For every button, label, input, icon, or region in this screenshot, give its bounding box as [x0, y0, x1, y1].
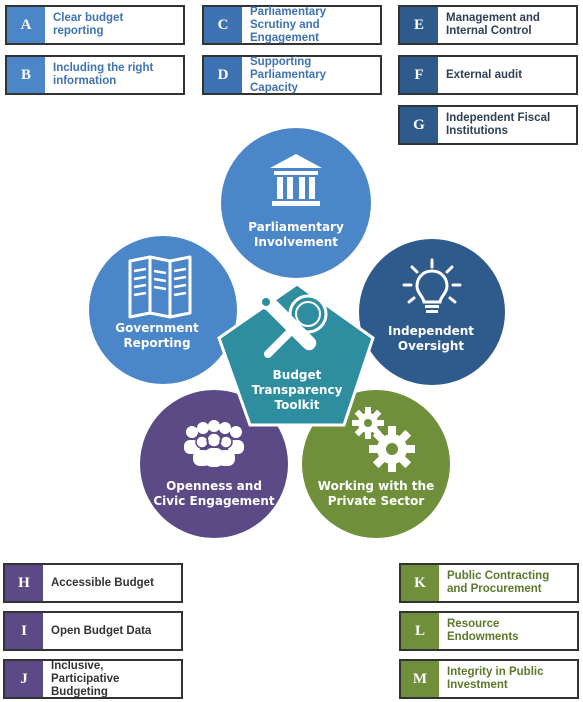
- tile-label: Supporting Parliamentary Capacity: [242, 56, 378, 94]
- tile-letter: J: [5, 661, 43, 697]
- tools-icon: [258, 292, 328, 358]
- tile-label: Accessible Budget: [43, 567, 179, 599]
- tile-label: Inclusive, Participative Budgeting: [43, 660, 179, 698]
- label-private: Working with the Private Sector: [317, 479, 435, 508]
- tile-G: G Independent Fiscal Institutions: [398, 105, 578, 145]
- circle-government: [89, 236, 237, 384]
- tile-letter: M: [401, 661, 439, 697]
- tile-D: D Supporting Parliamentary Capacity: [202, 55, 382, 95]
- tile-label: Including the right information: [45, 59, 181, 91]
- tile-letter: G: [400, 107, 438, 143]
- tile-label: Public Contracting and Procurement: [439, 567, 575, 599]
- tile-letter: C: [204, 7, 242, 43]
- tile-E: E Management and Internal Control: [398, 5, 578, 45]
- tile-F: F External audit: [398, 55, 578, 95]
- tile-K: K Public Contracting and Procurement: [399, 563, 579, 603]
- tile-label: Clear budget reporting: [45, 9, 181, 41]
- label-center: Budget Transparency Toolkit: [251, 368, 343, 412]
- tile-letter: B: [7, 57, 45, 93]
- tile-label: External audit: [438, 59, 574, 91]
- label-parliamentary: Parliamentary Involvement: [248, 220, 344, 249]
- tile-J: J Inclusive, Participative Budgeting: [3, 659, 183, 699]
- tile-C: C Parliamentary Scrutiny and Engagement: [202, 5, 382, 45]
- tile-letter: L: [401, 613, 439, 649]
- tile-label: Resource Endowments: [439, 615, 575, 647]
- label-government: Government Reporting: [115, 321, 199, 350]
- label-civic: Openness and Civic Engagement: [153, 479, 275, 508]
- tile-letter: H: [5, 565, 43, 601]
- label-oversight: Independent Oversight: [387, 324, 474, 353]
- tile-letter: I: [5, 613, 43, 649]
- center-pentagon: [217, 282, 375, 427]
- tile-letter: K: [401, 565, 439, 601]
- tile-label: Management and Internal Control: [438, 9, 574, 41]
- tile-M: M Integrity in Public Investment: [399, 659, 579, 699]
- tile-B: B Including the right information: [5, 55, 185, 95]
- tile-label: Open Budget Data: [43, 615, 179, 647]
- parliament-icon: [270, 154, 322, 206]
- tile-A: A Clear budget reporting: [5, 5, 185, 45]
- tile-L: L Resource Endowments: [399, 611, 579, 651]
- tile-letter: F: [400, 57, 438, 93]
- tile-label: Parliamentary Scrutiny and Engagement: [242, 6, 378, 44]
- tile-label: Independent Fiscal Institutions: [438, 109, 574, 141]
- tile-I: I Open Budget Data: [3, 611, 183, 651]
- lightbulb-icon: [402, 258, 462, 313]
- tile-label: Integrity in Public Investment: [439, 663, 575, 695]
- tile-H: H Accessible Budget: [3, 563, 183, 603]
- document-icon: [128, 255, 192, 319]
- tile-letter: D: [204, 57, 242, 93]
- gears-icon: [352, 407, 415, 472]
- tile-letter: E: [400, 7, 438, 43]
- tile-letter: A: [7, 7, 45, 43]
- people-icon: [184, 420, 244, 467]
